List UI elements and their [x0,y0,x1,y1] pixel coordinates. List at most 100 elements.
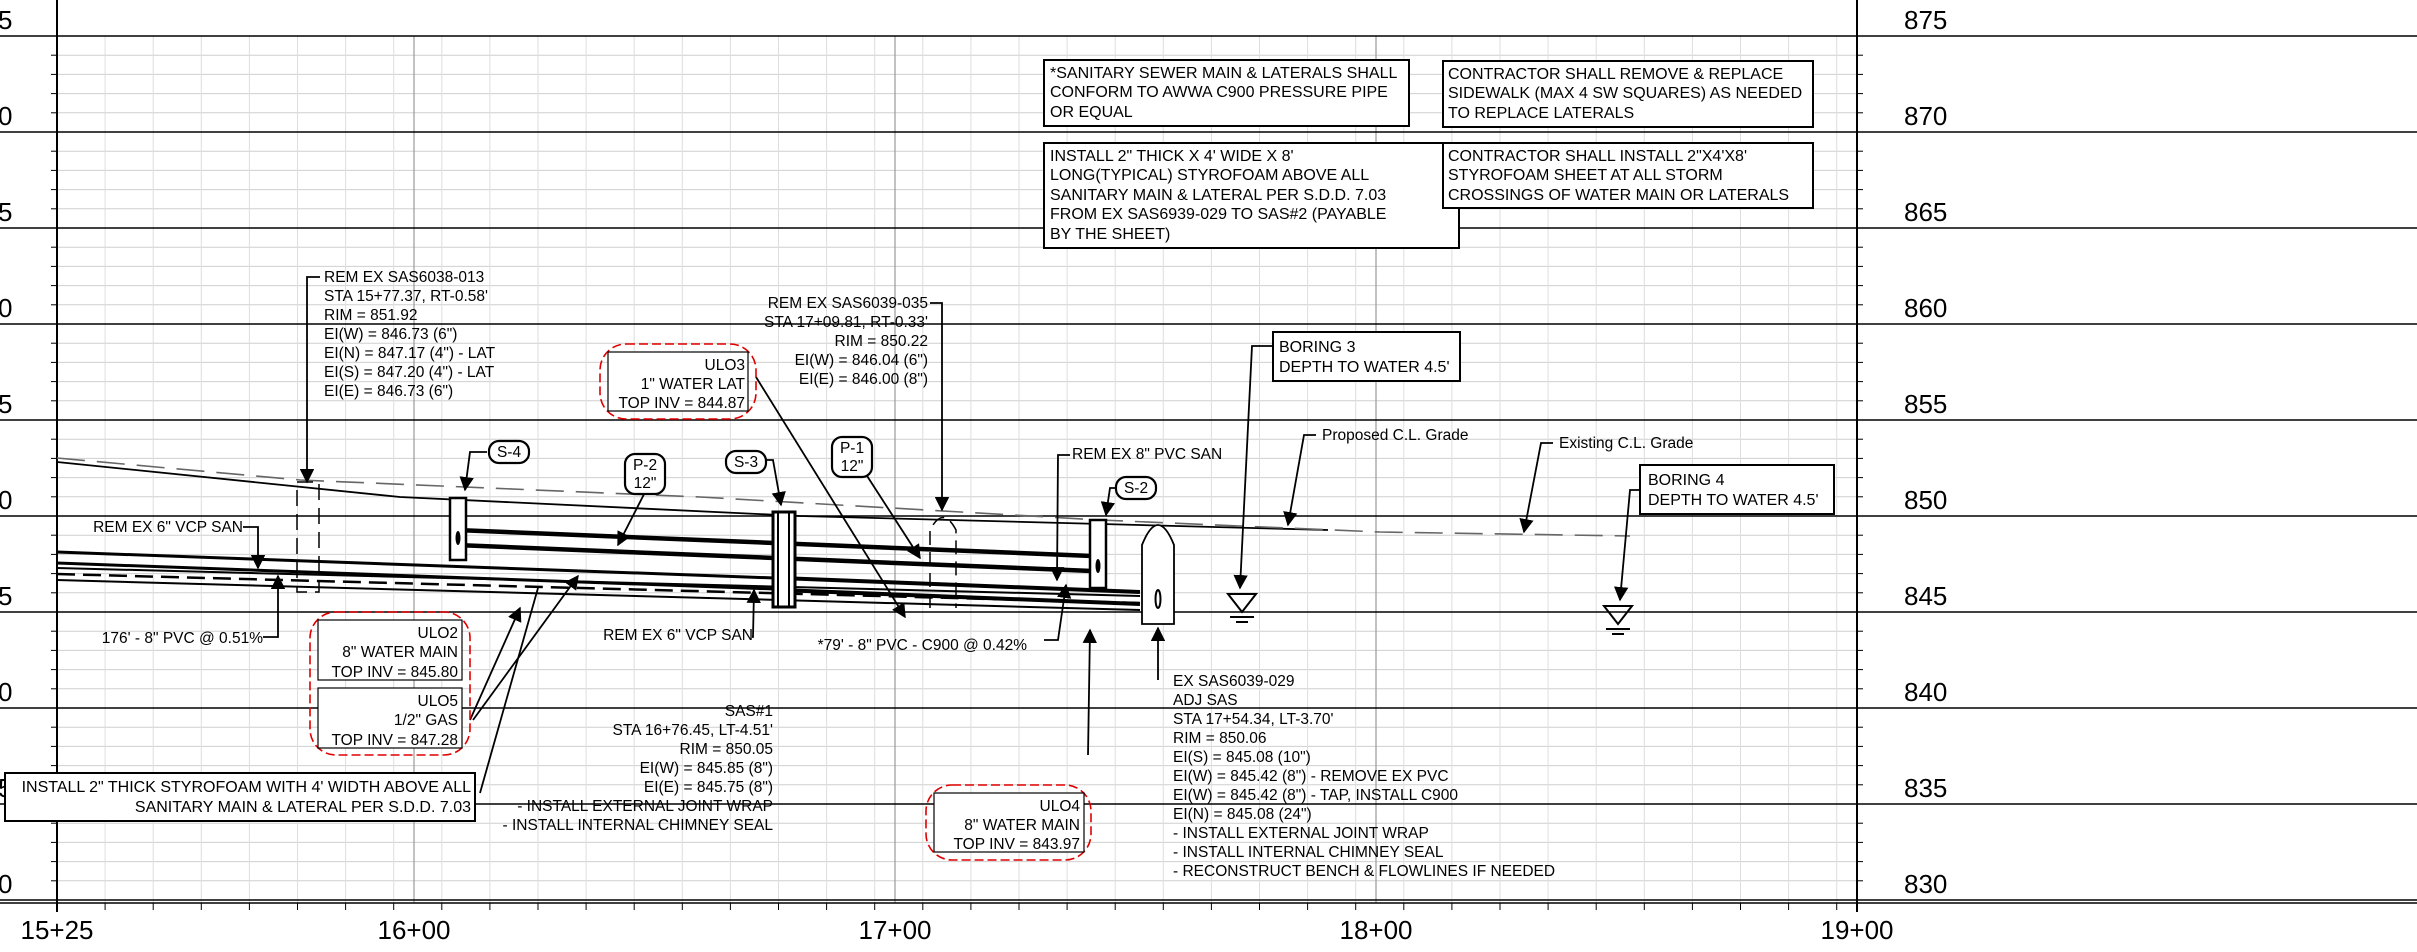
structure-line: - INSTALL EXTERNAL JOINT WRAP [1173,825,1429,842]
elevation-label: 865 [1904,197,1947,227]
label-ulo3: ULO3 1" WATER LAT TOP INV = 844.87 [618,357,745,412]
structure-line: RIM = 851.92 [324,307,417,324]
note-storm-crossings: CONTRACTOR SHALL INSTALL 2"X4'X8' STYROF… [1448,148,1789,204]
structure-line: EI(E) = 845.75 (8") [644,779,773,796]
structure-line: EI(E) = 846.00 (8") [799,371,928,388]
water-table-symbols [1225,593,1635,635]
manhole-ex-6039-029 [1141,524,1175,625]
proposed-grade-label: Proposed C.L. Grade [1322,427,1468,444]
tag-p2: P-2 [633,457,657,474]
elevation-label: 875 [1904,5,1947,35]
tag-p1-size: 12" [841,458,864,475]
proposed-main-top [56,550,776,580]
structure-line: EI(W) = 845.42 (8") - TAP, INSTALL C900 [1173,787,1458,804]
proposed-grade-line [56,461,1329,531]
tag-boxes [487,435,1158,501]
boring-3-label: BORING 3 DEPTH TO WATER 4.5' [1279,339,1450,376]
tag-p1: P-1 [840,440,864,457]
existing-grade-label: Existing C.L. Grade [1559,435,1693,452]
elevation-label-cropped: 0 [0,101,12,131]
elevation-label-cropped: 5 [0,5,12,35]
boring-4-label: BORING 4 DEPTH TO WATER 4.5' [1648,472,1819,509]
utility-line: TOP INV = 847.28 [331,732,458,749]
callout-rem-6-vcp-mid: REM EX 6" VCP SAN [603,627,753,644]
structure-line: - INSTALL INTERNAL CHIMNEY SEAL [1173,844,1444,861]
structure-line: REM EX SAS6039-035 [768,295,928,312]
cloud-ulo4 [925,784,1092,861]
structures [296,481,1175,625]
utility-line: TOP INV = 843.97 [953,836,1080,853]
note-line: INSTALL 2" THICK STYROFOAM WITH 4' WIDTH… [22,779,472,796]
note-awwa: *SANITARY SEWER MAIN & LATERALS SHALL CO… [1050,65,1397,121]
elevation-label-cropped: 0 [0,293,12,323]
utility-line: TOP INV = 845.80 [331,664,458,681]
elevation-label: 835 [1904,773,1947,803]
station-label: 15+25 [20,915,93,945]
structure-line: - INSTALL EXTERNAL JOINT WRAP [517,798,773,815]
tag-s3: S-3 [734,454,758,471]
utility-line: ULO5 [418,693,459,710]
manhole-rem-6039-035 [929,516,957,608]
lateral-s4-end [448,496,468,562]
tag-s2: S-2 [1124,480,1148,497]
station-axis: 15+25 16+00 17+00 18+00 19+00 [20,915,1893,945]
structure-line: RIM = 850.05 [680,741,773,758]
note-line: STYROFOAM SHEET AT ALL STORM [1448,167,1723,184]
note-line: SANITARY MAIN & LATERAL PER S.D.D. 7.03 [1050,187,1386,204]
structure-line: - INSTALL INTERNAL CHIMNEY SEAL [503,817,774,834]
revision-clouds [309,343,1092,861]
elevation-label-cropped: 0 [0,485,12,515]
structure-line: EI(W) = 846.73 (6") [324,326,457,343]
structure-line: STA 17+09.81, RT-0.33' [764,314,928,331]
label-ulo5: ULO5 1/2" GAS TOP INV = 847.28 [331,693,458,749]
callout-rem-8-pvc: REM EX 8" PVC SAN [1072,446,1222,463]
cloud-ulo3 [599,343,757,420]
label-ulo4: ULO4 8" WATER MAIN TOP INV = 843.97 [953,798,1080,853]
structure-line: EI(N) = 845.08 (24") [1173,806,1312,823]
utility-line: 8" WATER MAIN [964,817,1080,834]
existing-main-top [56,567,1141,597]
cloud-ulo2-ulo5 [309,611,471,756]
note-line: *SANITARY SEWER MAIN & LATERALS SHALL [1050,65,1397,82]
structure-line: STA 16+76.45, LT-4.51' [612,722,773,739]
utility-line: 1/2" GAS [394,712,458,729]
structure-line: EI(S) = 845.08 (10") [1173,749,1311,766]
tag-p2-size: 12" [634,475,657,492]
structure-line: - RECONSTRUCT BENCH & FLOWLINES IF NEEDE… [1173,863,1555,880]
elevation-label: 850 [1904,485,1947,515]
boring-line: BORING 3 [1279,339,1356,356]
water-table-icon [1225,593,1259,614]
boring-line: DEPTH TO WATER 4.5' [1648,492,1819,509]
structure-line: ADJ SAS [1173,692,1238,709]
utility-line: ULO4 [1040,798,1081,815]
note-line: CONFORM TO AWWA C900 PRESSURE PIPE [1050,84,1388,101]
note-line: CONTRACTOR SHALL REMOVE & REPLACE [1448,66,1783,83]
station-label: 19+00 [1820,915,1893,945]
callout-rem-6-vcp-left: REM EX 6" VCP SAN [93,519,243,536]
elevation-label: 860 [1904,293,1947,323]
elevation-axis-right: 875 870 865 860 855 850 845 840 835 830 [1904,5,1947,899]
existing-main-bottom [56,579,1141,611]
elevation-label: 855 [1904,389,1947,419]
structure-line: RIM = 850.22 [835,333,928,350]
elevation-label: 845 [1904,581,1947,611]
note-line: BY THE SHEET) [1050,226,1170,243]
structure-line: SAS#1 [725,703,773,720]
note-styrofoam-short: INSTALL 2" THICK STYROFOAM WITH 4' WIDTH… [22,779,472,816]
utility-line: TOP INV = 844.87 [618,395,745,412]
structure-line: EI(S) = 847.20 (4") - LAT [324,364,495,381]
structure-line: EI(W) = 845.42 (8") - REMOVE EX PVC [1173,768,1449,785]
structure-line: EI(W) = 846.04 (6") [795,352,928,369]
cleanout-s4 [455,531,461,545]
note-line: FROM EX SAS6939-029 TO SAS#2 (PAYABLE [1050,206,1386,223]
label-ulo2: ULO2 8" WATER MAIN TOP INV = 845.80 [331,625,458,681]
note-sidewalk: CONTRACTOR SHALL REMOVE & REPLACE SIDEWA… [1448,66,1802,122]
label-ex-6039-029: EX SAS6039-029 ADJ SAS STA 17+54.34, LT-… [1173,673,1555,880]
elevation-label-cropped: 0 [0,677,12,707]
structure-line: EI(N) = 847.17 (4") - LAT [324,345,496,362]
grade-lines [56,457,1631,537]
utility-line: 8" WATER MAIN [342,644,458,661]
station-label: 16+00 [377,915,450,945]
proposed-main-bottom [56,561,776,591]
note-line: TO REPLACE LATERALS [1448,105,1634,122]
